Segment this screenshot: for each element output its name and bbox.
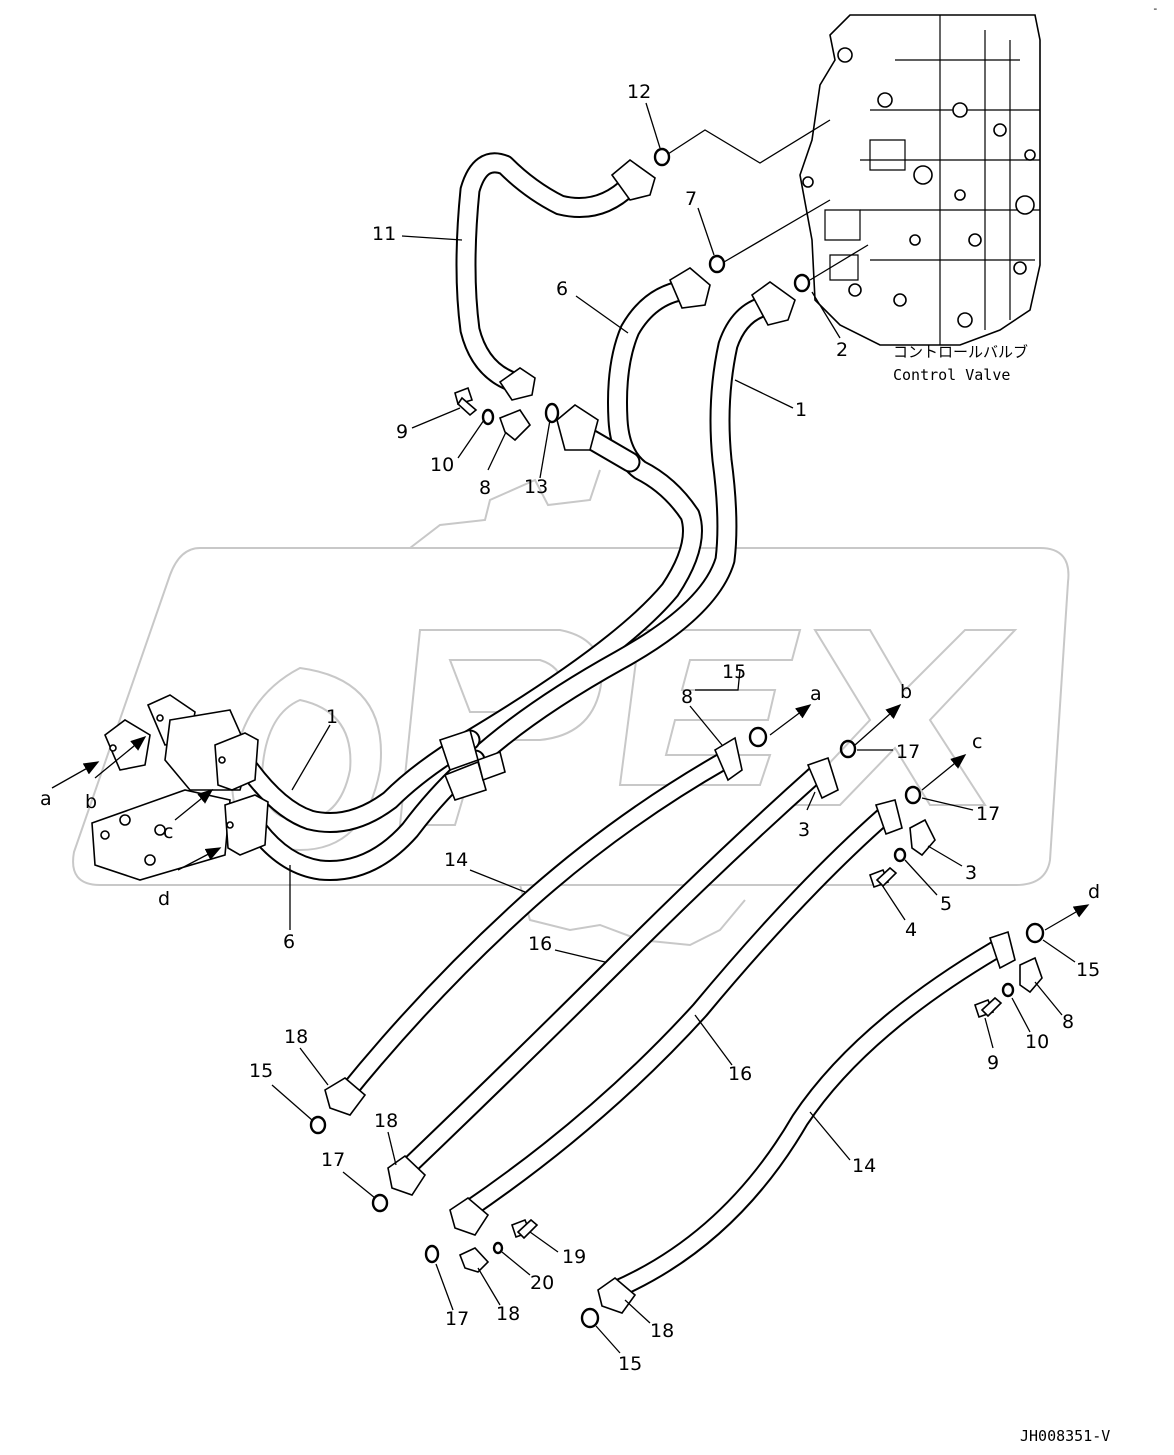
hose-14-left: [324, 736, 743, 1116]
drawing-code: JH008351-V: [1020, 1427, 1110, 1445]
tube-1-lower: [239, 729, 481, 833]
callout-14-upper: 14: [444, 849, 468, 871]
callout-17-bottom: 17: [445, 1308, 469, 1330]
oring-12: [653, 147, 671, 167]
connection-letters: a b c d a b c d: [40, 681, 1100, 910]
oring-15-d: [1025, 922, 1045, 944]
arrow-b-lower: [94, 736, 147, 779]
hose-14-right: [597, 930, 1016, 1314]
upper-small-parts: [454, 386, 560, 442]
callout-8-a: 8: [681, 686, 693, 708]
control-valve-label-jp: コントロールバルブ: [893, 343, 1028, 361]
callout-10-d: 10: [1025, 1031, 1049, 1053]
callout-2: 2: [836, 339, 848, 361]
callout-19: 19: [562, 1246, 586, 1268]
corner-mark: -: [1152, 2, 1159, 15]
arrow-c-upper: [921, 754, 967, 791]
hose-16-a: [387, 756, 839, 1196]
letter-d-lower: d: [158, 888, 170, 910]
oring-15-left: [309, 1115, 327, 1135]
callout-12: 12: [627, 81, 651, 103]
tube-clamps: [438, 728, 506, 801]
arrow-a-lower: [51, 761, 100, 789]
callout-4: 4: [905, 919, 917, 941]
leader-7-valve: [723, 199, 831, 263]
oring-7: [708, 254, 726, 274]
callout-18-bottom: 18: [496, 1303, 520, 1325]
callout-3-hose: 3: [798, 819, 810, 841]
callout-16-lower: 16: [728, 1063, 752, 1085]
oring-17-b: [839, 739, 857, 759]
callout-5: 5: [940, 893, 952, 915]
leader-2-valve: [809, 244, 869, 281]
bottom-small-parts: [424, 1218, 539, 1273]
callout-6-upper: 6: [556, 278, 568, 300]
arrow-d-upper: [1044, 904, 1090, 931]
tube-6-lower: [247, 749, 486, 881]
callout-17-b: 17: [896, 741, 920, 763]
tube-1-upper: [464, 281, 796, 771]
letter-a-upper: a: [810, 683, 822, 705]
arrow-d-lower: [177, 847, 222, 871]
letter-a-lower: a: [40, 788, 52, 810]
callout-leaders: [271, 102, 1076, 1354]
callout-15-d: 15: [1076, 959, 1100, 981]
callout-17-c: 17: [976, 803, 1000, 825]
callout-8-d: 8: [1062, 1011, 1074, 1033]
callout-14-lower: 14: [852, 1155, 876, 1177]
tube-11: [455, 152, 656, 401]
letter-d-upper: d: [1088, 881, 1100, 903]
callout-11: 11: [372, 223, 396, 245]
oring-15-a: [748, 726, 768, 748]
callout-9-d: 9: [987, 1052, 999, 1074]
callout-15-left: 15: [249, 1060, 273, 1082]
arrow-c-lower: [174, 789, 214, 821]
callout-17-left: 17: [321, 1149, 345, 1171]
callout-3-clamp: 3: [965, 862, 977, 884]
callout-16-upper: 16: [528, 933, 552, 955]
arrow-b-upper: [854, 703, 902, 746]
letter-c-upper: c: [972, 731, 982, 753]
callout-9-upper: 9: [396, 421, 408, 443]
oring-17-c: [904, 785, 922, 805]
callout-8-upper: 8: [479, 477, 491, 499]
hose-16-b: [449, 799, 903, 1236]
callout-1-lower: 1: [326, 706, 338, 728]
letter-c-lower: c: [163, 821, 173, 843]
oring-15-bottom: [580, 1307, 600, 1329]
letter-b-lower: b: [85, 791, 97, 813]
callout-18-left: 18: [284, 1026, 308, 1048]
arrow-a-upper: [769, 704, 812, 736]
control-valve-label-en: Control Valve: [893, 366, 1010, 384]
callout-15-bottom: 15: [618, 1353, 642, 1375]
callout-10-upper: 10: [430, 454, 454, 476]
leader-12-valve: [667, 119, 831, 164]
callout-15-a: 15: [722, 661, 746, 683]
oring-2: [793, 273, 811, 293]
letter-b-upper: b: [900, 681, 912, 703]
callout-numbers: 12 11 7 6 2 1 9 10 8 13 1 6 15 8 17 17 3…: [249, 81, 1100, 1375]
callout-1-upper: 1: [795, 399, 807, 421]
control-valve: [799, 14, 1041, 346]
pump-block: [91, 694, 269, 881]
callout-7: 7: [685, 188, 697, 210]
oring-17-left: [371, 1193, 389, 1213]
callout-18-mid: 18: [374, 1110, 398, 1132]
callout-20: 20: [530, 1272, 554, 1294]
callout-13: 13: [524, 476, 548, 498]
callout-18-right: 18: [650, 1320, 674, 1342]
tube-6-upper: [459, 267, 711, 751]
callout-6-lower: 6: [283, 931, 295, 953]
